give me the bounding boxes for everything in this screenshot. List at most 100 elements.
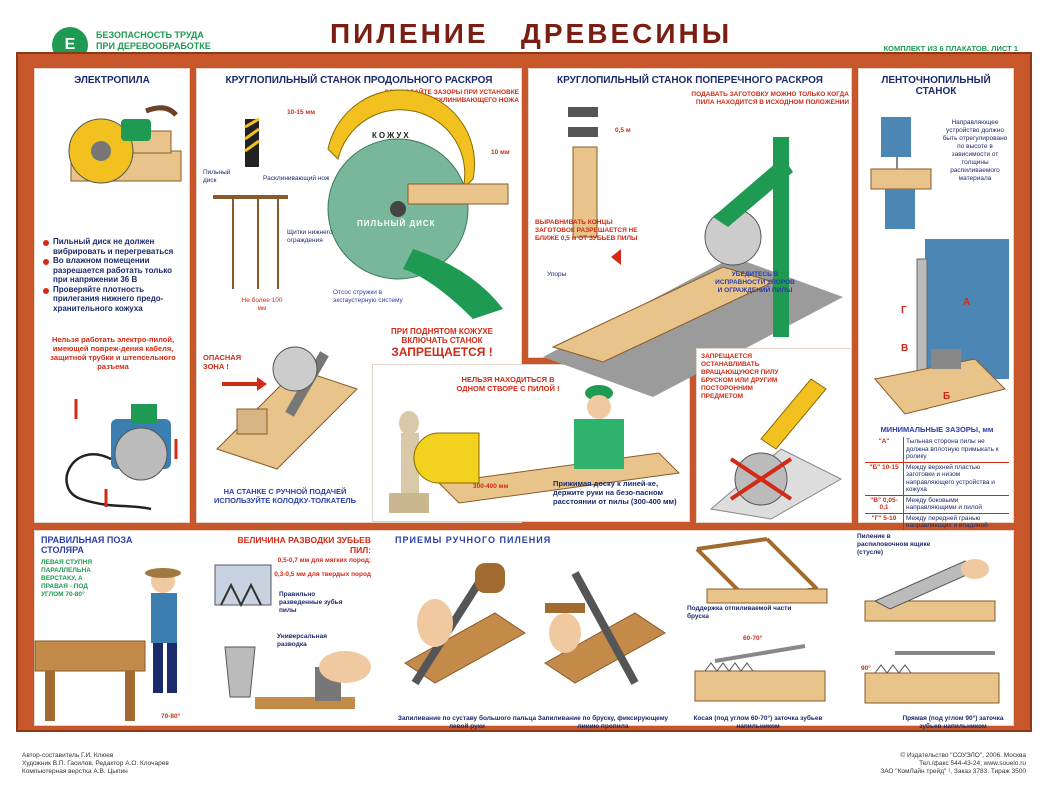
pusher-note: НА СТАНКЕ С РУЧНОЙ ПОДАЧЕЙ ИСПОЛЬЗУЙТЕ К… <box>213 487 357 505</box>
subtitle-line: БЕЗОПАСНОСТЬ ТРУДА <box>96 30 204 40</box>
panel-title: КРУГЛОПИЛЬНЫЙ СТАНОК ПРОДОЛЬНОГО РАСКРОЯ <box>225 75 493 86</box>
manual-2-illustration <box>544 571 666 685</box>
panel-bandsaw: ЛЕНТОЧНОПИЛЬНЫЙ СТАНОК Направляющее устр… <box>858 68 1014 539</box>
page-title: ПИЛЕНИЕ ДРЕВЕСИНЫ <box>330 18 733 49</box>
footer-line: Компьютерная верстка А.В. Цыпин <box>22 768 128 775</box>
electrosaw-rules: Пильный диск не должен вибрировать и пер… <box>43 237 185 313</box>
label-knife: Расклинивающий нож <box>263 175 330 182</box>
mark-b: Б <box>943 391 951 402</box>
setter-illustration <box>224 646 371 709</box>
label-disk: Пильный диск <box>203 169 231 184</box>
stop-forbid-illustration <box>709 378 843 520</box>
header-subtitle: БЕЗОПАСНОСТЬ ТРУДА ПРИ ДЕРЕВООБРАБОТКЕ <box>96 30 211 52</box>
footer-line: Тел./факс 544-43-24; www.souelo.ru <box>919 760 1026 767</box>
posture-angle: 70-80° <box>161 713 181 720</box>
kit-label: КОМПЛЕКТ ИЗ 6 ПЛАКАТОВ. ЛИСТ 1 <box>883 44 1018 53</box>
panel-title: КРУГЛОПИЛЬНЫЙ СТАНОК ПОПЕРЕЧНОГО РАСКРОЯ <box>557 75 823 86</box>
electrosaw-illustration <box>68 105 182 184</box>
posture-illustration <box>34 568 181 721</box>
danger-zone: ОПАСНАЯ ЗОНА ! <box>203 353 242 371</box>
list-item: Проверяйте плотность прилегания нижнего … <box>43 285 185 314</box>
table-row: "А"Тыльная сторона пилы не должна вплотн… <box>865 437 1009 463</box>
teeth-illustration <box>214 564 272 608</box>
panel-title: ЭЛЕКТРОПИЛА <box>74 75 150 86</box>
teeth-title: ВЕЛИЧИНА РАЗВОДКИ ЗУБЬЕВ ПИЛ: <box>237 535 371 555</box>
support-label: Поддержка отпиливаемой части бруска <box>687 605 792 620</box>
manual-title: ПРИЕМЫ РУЧНОГО ПИЛЕНИЯ <box>395 535 552 545</box>
list-item: Пильный диск не должен вибрировать и пер… <box>43 237 185 256</box>
manual-cap3: Косая (под углом 60-70°) заточка зубьев … <box>693 715 823 730</box>
miter-label: Пиление в распиловочном ящике (стусле) <box>857 533 931 556</box>
align-note: ВЫРАВНИВАТЬ КОНЦЫ ЗАГОТОВОК РАЗРЕШАЕТСЯ … <box>535 219 638 242</box>
footer-line: © Издательство "СОУЭЛО", 2006. Москва <box>900 752 1026 759</box>
bandsaw-illustration <box>870 117 932 229</box>
gap-10: 10 мм <box>491 149 510 156</box>
panel-electrosaw: ЭЛЕКТРОПИЛА Пильный диск не должен вибри… <box>34 68 190 523</box>
label-max: Не более 100 мм <box>241 297 283 312</box>
pusher-illustration <box>216 346 358 470</box>
guide-note: Направляющее устройство должно быть отре… <box>942 119 1008 182</box>
label-cover: КОЖУХ <box>372 131 411 140</box>
sharpen-oblique-illustration <box>694 644 826 702</box>
manual-cap4: Прямая (под углом 90°) заточка зубьев на… <box>902 715 1004 730</box>
footer-line: ЗАО "КомЛайн трейд" ¹, Заказ 3783. Тираж… <box>880 768 1026 775</box>
gaps-title: МИНИМАЛЬНЫЕ ЗАЗОРЫ, мм <box>880 425 994 434</box>
center-hold: Прижимая доску к линей-ке, держите руки … <box>553 479 677 506</box>
panel-bottom: ПРАВИЛЬНАЯ ПОЗА СТОЛЯРА ЛЕВАЯ СТУПНЯ ПАР… <box>34 530 1014 730</box>
footer-right: © Издательство "СОУЭЛО", 2006. Москва Те… <box>880 752 1026 776</box>
center-warning: НЕЛЬЗЯ НАХОДИТЬСЯ В ОДНОМ СТВОРЕ С ПИЛОЙ… <box>456 375 560 393</box>
list-item: Во влажном помещении разрешается работат… <box>43 256 185 285</box>
center-distance: 300-400 мм <box>473 483 509 490</box>
stop-forbid: ЗАПРЕЩАЕТСЯ ОСТАНАВЛИВАТЬ ВРАЩАЮЩУЮСЯ ПИ… <box>701 353 779 400</box>
teeth-soft: 0,5-0,7 мм для мягких пород; <box>277 557 371 564</box>
gap-10-15: 10-15 мм <box>287 109 316 116</box>
mark-a: А <box>963 297 971 308</box>
subtitle-line: ПРИ ДЕРЕВООБРАБОТКЕ <box>96 41 211 51</box>
angle-60-70: 60-70° <box>743 635 763 642</box>
gap-desc: Между боковыми направляющими и пилой <box>903 495 1009 514</box>
posture-text: ЛЕВАЯ СТУПНЯ ПАРАЛЛЕЛЬНА ВЕРСТАКУ, А ПРА… <box>41 559 93 598</box>
forbid-line: ПРИ ПОДНЯТОМ КОЖУХЕ ВКЛЮЧАТЬ СТАНОК <box>390 327 494 345</box>
gaps-table: "А"Тыльная сторона пилы не должна вплотн… <box>865 437 1009 539</box>
panel-cross-saw: КРУГЛОПИЛЬНЫЙ СТАНОК ПОПЕРЕЧНОГО РАСКРОЯ… <box>528 68 852 397</box>
posture-title: ПРАВИЛЬНАЯ ПОЗА СТОЛЯРА <box>41 535 133 555</box>
sharpen-straight-illustration <box>864 651 1000 704</box>
gap-key: "Б" 10-15 <box>865 462 904 496</box>
footer-line: Автор-составитель Г.И. Клюев <box>22 752 114 759</box>
electrosaw-warning: Нельзя работать электро-пилой, имеющей п… <box>50 335 176 371</box>
rip-saw-illustration <box>213 89 509 319</box>
check-note: УБЕДИТЕСЬ В ИСПРАВНОСТИ УПОРОВ И ОГРАЖДЕ… <box>715 271 795 294</box>
cross-saw-illustration <box>543 107 843 397</box>
panel-stop-forbid: ЗАПРЕЩАЕТСЯ ОСТАНАВЛИВАТЬ ВРАЩАЮЩУЮСЯ ПИ… <box>696 348 852 523</box>
frame-saw-illustration <box>695 537 828 604</box>
bandsaw-detail-illustration <box>874 239 1009 415</box>
teeth-hard: 0,3-0,5 мм для твердых пород <box>274 571 371 578</box>
gap-key: "А" <box>865 437 904 463</box>
label-shields: Щитки нижнего ограждения <box>287 229 333 244</box>
miter-box-illustration <box>864 559 996 622</box>
forbid-big: ЗАПРЕЩАЕТСЯ ! <box>391 345 493 359</box>
manual-cap1: Запиливание по суставу большого пальца л… <box>397 715 537 730</box>
saw-cable-illustration <box>65 399 178 511</box>
forbid-text: ПРИ ПОДНЯТОМ КОЖУХЕ ВКЛЮЧАТЬ СТАНОК ЗАПР… <box>367 327 517 359</box>
teeth-universal: Универсальная разводка <box>277 633 327 648</box>
feed-note: ПОДАВАТЬ ЗАГОТОВКУ МОЖНО ТОЛЬКО КОГДА ПИ… <box>691 91 849 106</box>
gap-desc: Тыльная сторона пилы не должна вплотную … <box>903 437 1009 463</box>
angle-90: 90° <box>861 665 871 672</box>
manual-1-illustration <box>404 563 526 686</box>
logo-glyph: Е <box>64 36 76 53</box>
center-illustration <box>389 385 681 513</box>
manual-cap2: Запиливание по бруску, фиксирующему лини… <box>537 715 669 730</box>
footer-line: Художник В.П. Гасилов. Редактор А.О. Кло… <box>22 760 169 767</box>
mark-v: В <box>901 343 909 354</box>
dim-label: 0,5 м <box>615 127 631 134</box>
stops-label: Упоры <box>547 271 567 278</box>
teeth-correct: Правильно разведенные зубья пилы <box>279 591 343 614</box>
label-blade: ПИЛЬНЫЙ ДИСК <box>357 219 436 228</box>
gap-key: "В" 0,05-0,1 <box>865 495 904 514</box>
footer-left: Автор-составитель Г.И. Клюев Художник В.… <box>22 752 169 776</box>
gap-note: СОБЛЮДАЙТЕ ЗАЗОРЫ ПРИ УСТАНОВКЕ РАСКЛИНИ… <box>384 89 519 104</box>
mark-g: Г <box>901 305 907 316</box>
